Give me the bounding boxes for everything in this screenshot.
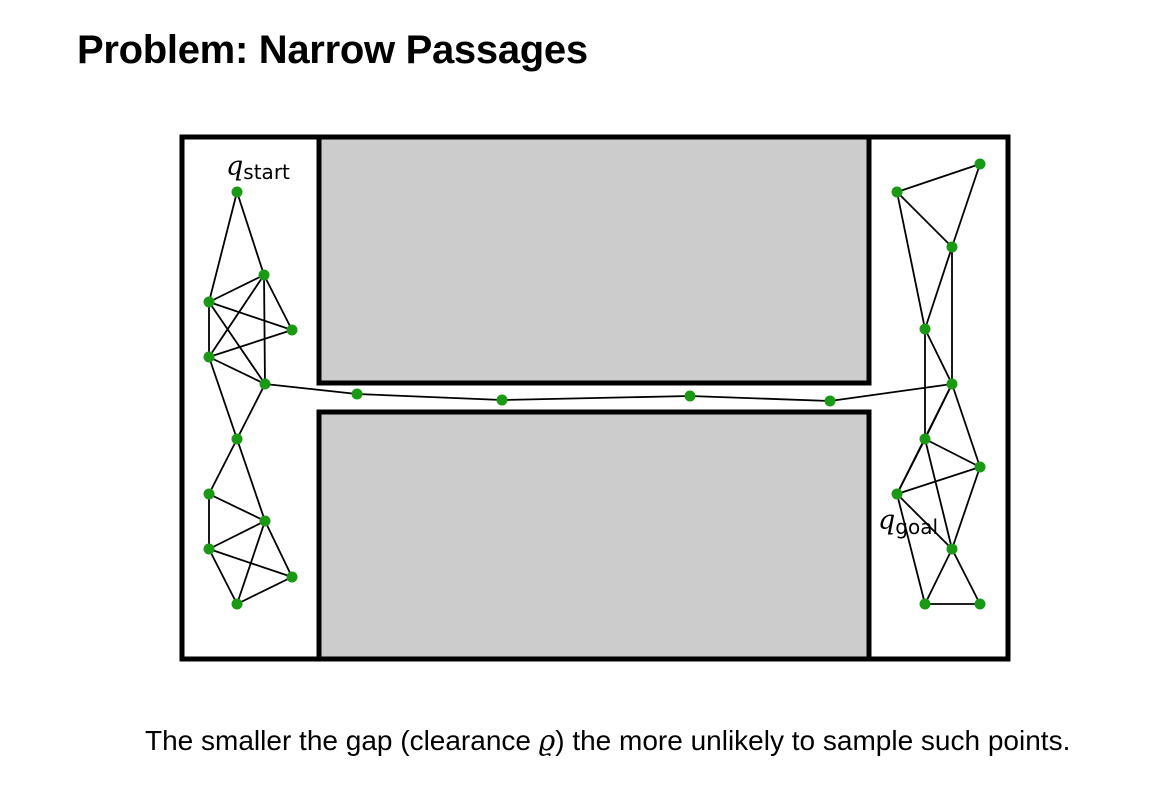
roadmap-edge <box>896 438 926 495</box>
slide-title: Problem: Narrow Passages <box>77 28 588 72</box>
roadmap-edge <box>208 356 266 385</box>
roadmap-node <box>974 598 986 610</box>
goal-label-sub: goal <box>895 515 938 539</box>
roadmap-node <box>286 324 298 336</box>
roadmap-edge <box>208 520 266 550</box>
roadmap-node <box>203 488 215 500</box>
roadmap-edge <box>896 466 981 495</box>
roadmap-edge <box>236 383 266 440</box>
roadmap-node <box>946 241 958 253</box>
roadmap-edge <box>924 246 953 330</box>
caption-text: The smaller the gap (clearance ϱ) the mo… <box>145 720 1085 762</box>
roadmap-nodes <box>203 158 986 610</box>
roadmap-edge <box>896 191 926 330</box>
roadmap-edge <box>924 438 981 468</box>
roadmap-edge <box>264 520 293 578</box>
roadmap-edge <box>236 191 265 276</box>
roadmap-node <box>974 461 986 473</box>
roadmap-node <box>946 378 958 390</box>
goal-label: qgoal <box>878 505 938 539</box>
roadmap-edge <box>208 548 293 578</box>
roadmap-node <box>824 395 836 407</box>
roadmap-edge <box>356 393 503 401</box>
roadmap-edge <box>264 383 358 395</box>
roadmap-edge <box>208 274 265 303</box>
start-label-sub: start <box>243 160 290 184</box>
roadmap-edge <box>951 383 981 468</box>
roadmap-node <box>203 351 215 363</box>
goal-label-main: q <box>878 505 895 536</box>
start-label: qstart <box>226 151 290 184</box>
roadmap-node <box>946 543 958 555</box>
roadmap-edge <box>263 274 266 385</box>
roadmap-node <box>891 488 903 500</box>
roadmap-edges <box>208 163 981 605</box>
roadmap-edge <box>208 438 238 495</box>
roadmap-node <box>259 378 271 390</box>
roadmap-edge <box>501 395 691 401</box>
roadmap-node <box>496 394 508 406</box>
obstacle-bottom <box>316 409 872 662</box>
roadmap-edge <box>896 191 953 248</box>
roadmap-edge <box>208 329 293 358</box>
caption-before: The smaller the gap (clearance <box>145 725 539 756</box>
roadmap-node <box>891 186 903 198</box>
roadmap-edge <box>896 163 981 193</box>
roadmap-edge <box>236 438 266 522</box>
roadmap-edge <box>951 163 981 248</box>
roadmap-edge <box>236 576 293 605</box>
roadmap-edge <box>208 301 266 385</box>
roadmap-node <box>684 390 696 402</box>
roadmap-edge <box>208 548 238 605</box>
roadmap-edge <box>208 493 266 522</box>
clearance-symbol: ϱ <box>538 724 556 757</box>
roadmap-edge <box>208 356 238 440</box>
roadmap-node <box>203 543 215 555</box>
roadmap-edge <box>896 493 926 605</box>
roadmap-node <box>203 296 215 308</box>
roadmap-edge <box>951 466 981 550</box>
caption-after: ) the more unlikely to sample such point… <box>555 725 1071 756</box>
roadmap-edge <box>208 301 293 331</box>
roadmap-edge <box>951 548 981 605</box>
roadmap-node <box>231 598 243 610</box>
roadmap-edge <box>924 438 953 550</box>
roadmap-node <box>231 186 243 198</box>
roadmap-edge <box>689 395 831 402</box>
roadmap-node <box>919 433 931 445</box>
roadmap-edge <box>208 191 238 303</box>
roadmap-edge <box>896 493 953 550</box>
roadmap-node <box>231 433 243 445</box>
roadmap-edge <box>263 274 293 331</box>
roadmap-node <box>974 158 986 170</box>
roadmap-node <box>351 388 363 400</box>
roadmap-node <box>919 323 931 335</box>
roadmap-node <box>919 598 931 610</box>
obstacle-top <box>316 134 872 386</box>
start-label-main: q <box>226 151 243 182</box>
roadmap-node <box>258 269 270 281</box>
roadmap-edge <box>924 548 953 605</box>
roadmap-edge <box>924 328 953 385</box>
roadmap-node <box>286 571 298 583</box>
roadmap-node <box>259 515 271 527</box>
roadmap-edge <box>829 383 953 402</box>
roadmap-edge <box>208 274 265 358</box>
